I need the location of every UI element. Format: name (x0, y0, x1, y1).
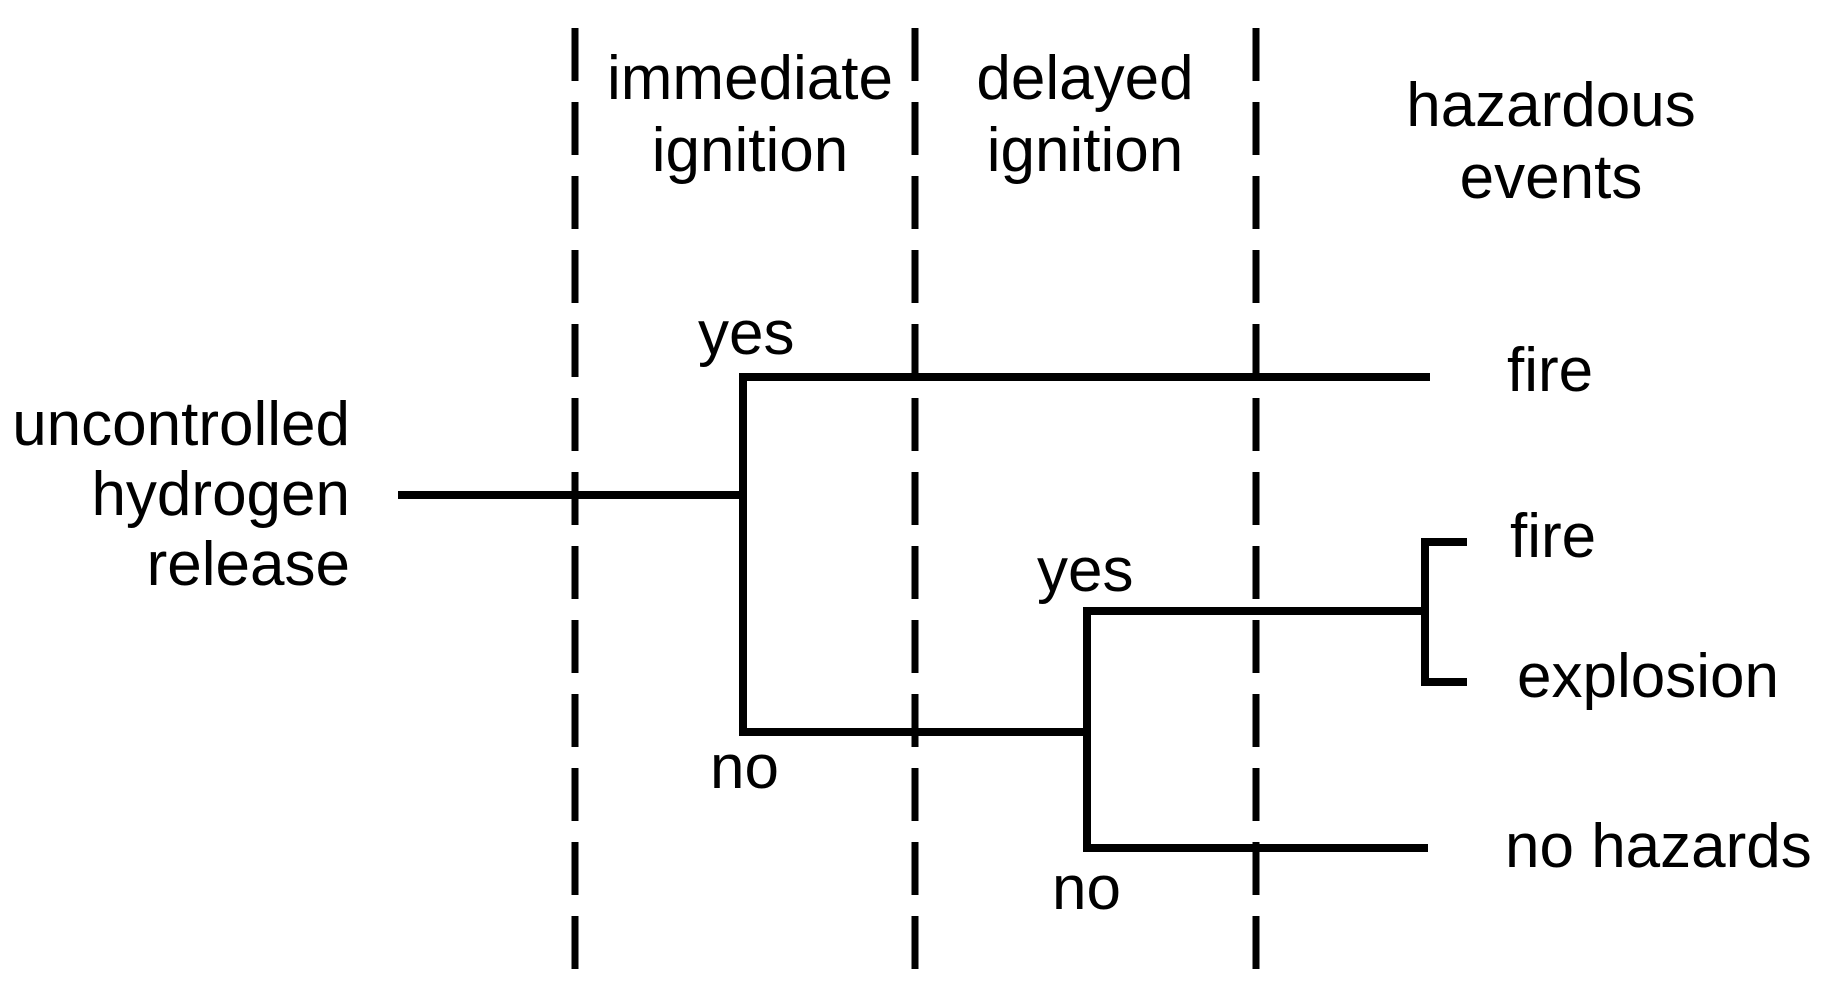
outcome-no-hazards-label: no hazards (1505, 812, 1812, 881)
root-label-line2: hydrogen (91, 460, 350, 529)
column-header-delayed-ignition: delayed ignition (885, 43, 1285, 187)
column-header-immediate-line1: immediate (607, 44, 893, 113)
immediate-ignition-yes-label: yes (698, 299, 795, 368)
column-header-immediate-ignition: immediate ignition (550, 43, 950, 187)
root-label-line1: uncontrolled (12, 390, 350, 459)
column-header-hazardous-line2: events (1459, 143, 1643, 212)
outcome-fire-immediate-label: fire (1507, 336, 1594, 405)
column-header-immediate-line2: ignition (651, 116, 849, 185)
root-label-line3: release (146, 530, 350, 599)
outcome-fire-delayed-label: fire (1510, 502, 1597, 571)
column-header-delayed-line1: delayed (976, 44, 1194, 113)
column-header-hazardous-line1: hazardous (1406, 71, 1696, 140)
outcome-explosion-label: explosion (1517, 642, 1779, 711)
immediate-ignition-no-label: no (710, 733, 779, 802)
delayed-ignition-no-label: no (1052, 854, 1121, 923)
root-node-label: uncontrolled hydrogen release (0, 390, 350, 600)
delayed-ignition-yes-label: yes (1037, 536, 1134, 605)
column-header-hazardous-events: hazardous events (1351, 70, 1751, 214)
column-header-delayed-line2: ignition (986, 116, 1184, 185)
